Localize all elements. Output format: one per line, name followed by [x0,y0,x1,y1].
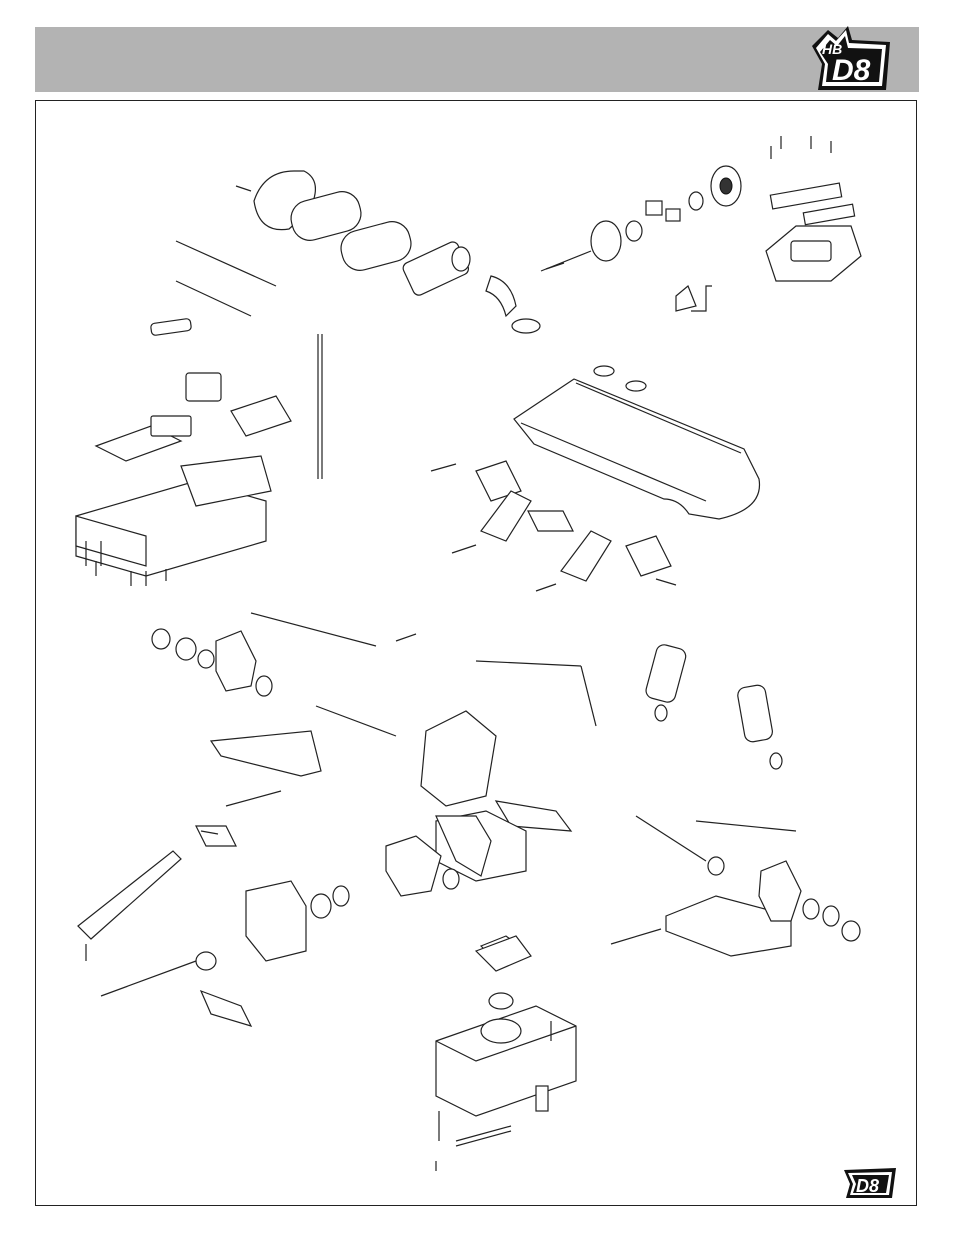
air-filter-assembly [253,170,541,334]
engine-mount-assembly [675,182,862,312]
rear-left-suspension [151,612,397,807]
exploded-parts-diagram [75,136,862,1171]
logo-prefix: HB [822,41,842,57]
d8-logo-icon: D8 [844,1168,896,1198]
front-left-suspension [77,825,253,1027]
header-bar [35,27,919,92]
diagram-frame [35,100,917,1206]
differential-assemblies [245,815,528,967]
rear-wing [475,365,761,582]
clutch-assembly [540,165,742,272]
chassis-plate [420,660,597,882]
fuel-tank [435,935,577,1147]
shock-absorbers [645,644,783,770]
hardware-screws [85,136,832,1171]
front-right-suspension [610,815,861,957]
radio-box-assembly [75,334,323,577]
hb-d8-logo-icon: HB D8 [812,26,890,90]
servo-linkage [150,240,277,336]
logo-main: D8 [832,54,871,87]
footer-logo-main: D8 [856,1176,879,1196]
